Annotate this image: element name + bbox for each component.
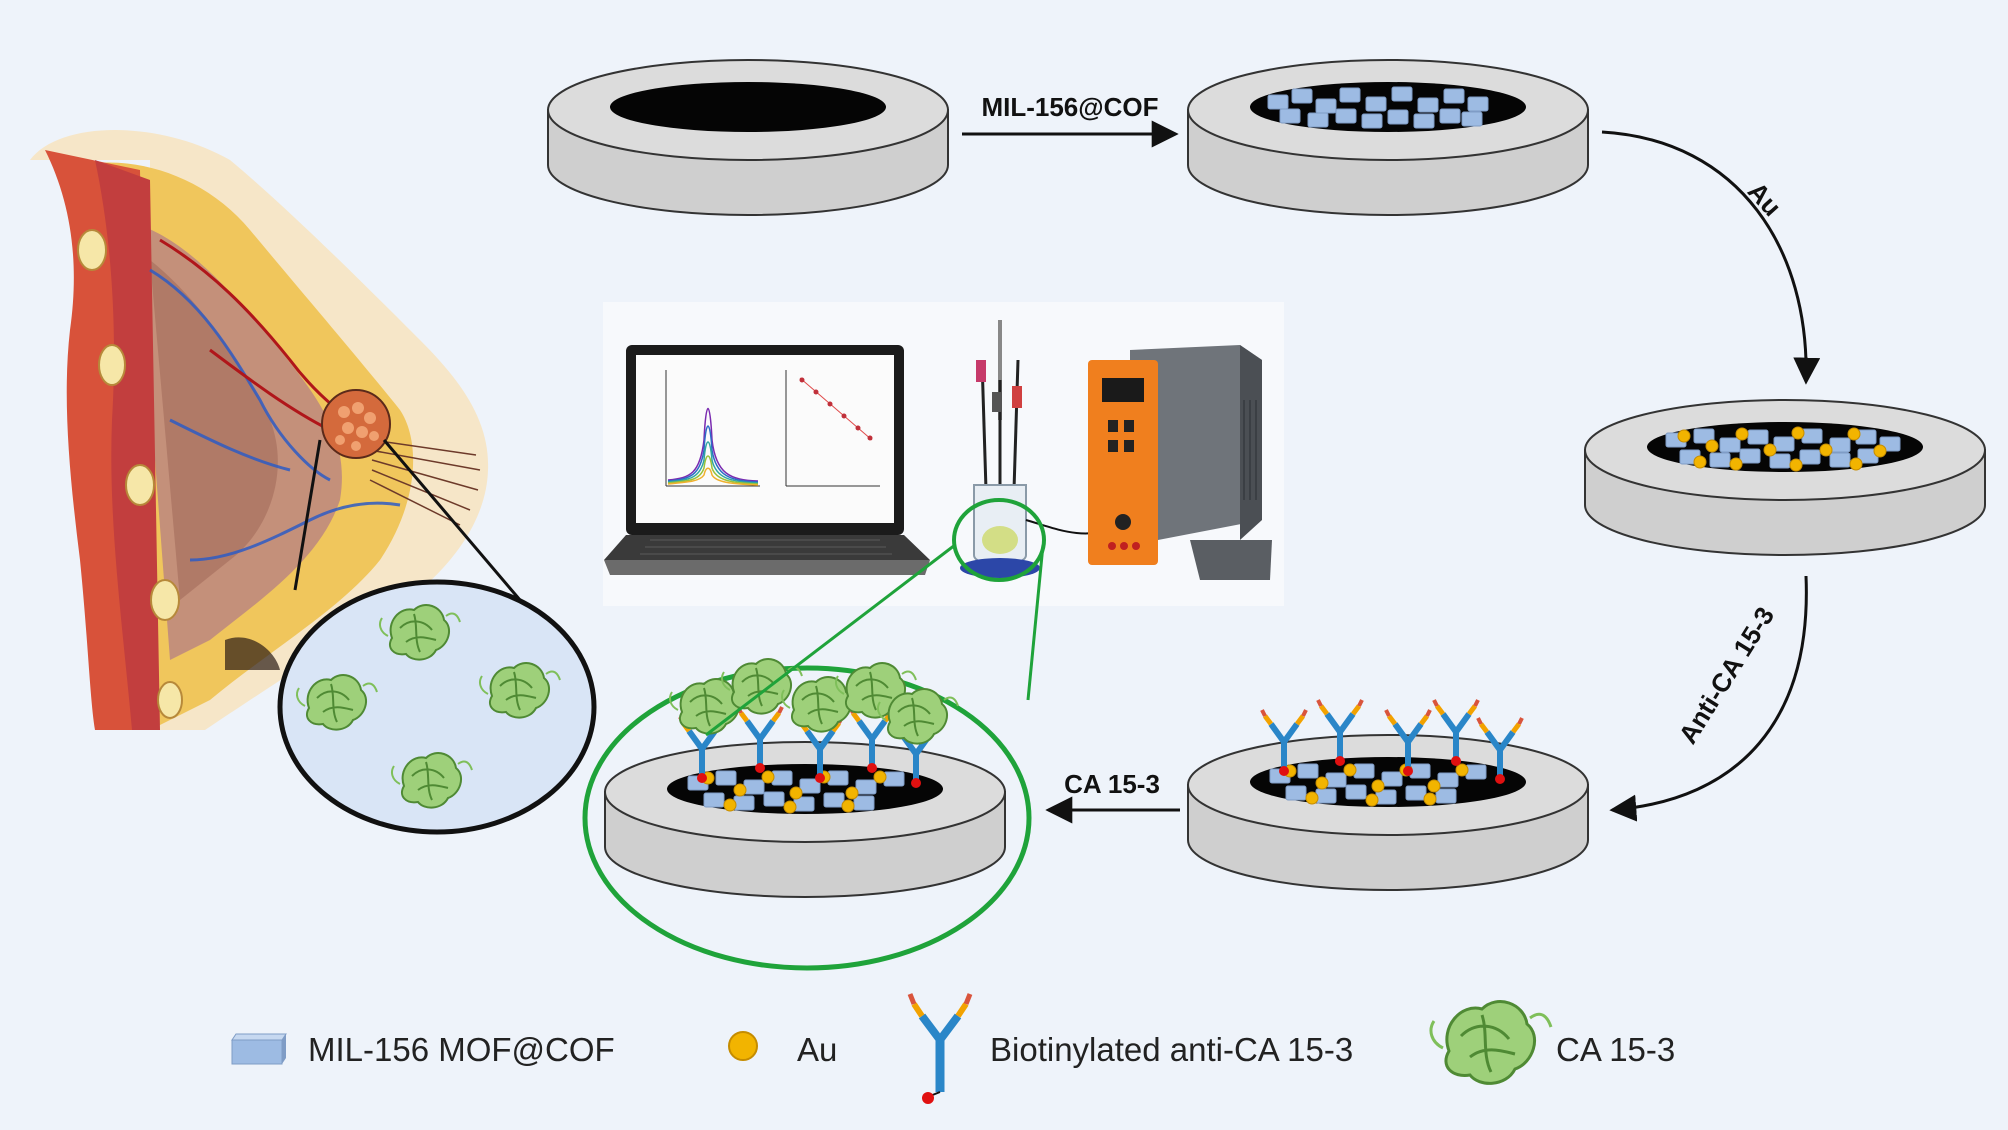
mof-cof-modified-electrode xyxy=(1187,59,1589,216)
tumor-zoom-circle xyxy=(277,579,597,835)
step-label-mof-cof: MIL-156@COF xyxy=(981,92,1158,122)
step-label-au: Au xyxy=(1742,176,1787,222)
mof-cof-block-icon xyxy=(231,1033,287,1065)
legend-item-ca153: CA 15-3 xyxy=(1429,1000,1675,1085)
electrochemical-cell-icon xyxy=(960,320,1121,578)
legend-item-mof-cof: MIL-156 MOF@COF xyxy=(231,1031,615,1068)
step-label-ca: CA 15-3 xyxy=(1064,769,1160,799)
legend: MIL-156 MOF@COF Au Biotinylated anti-CA … xyxy=(231,993,1675,1104)
legend-label-antibody: Biotinylated anti-CA 15-3 xyxy=(990,1031,1353,1068)
calibration-plot xyxy=(785,370,880,487)
potentiostat-icon xyxy=(1088,345,1272,580)
highlight-circle xyxy=(582,665,1032,971)
breast-anatomy-illustration xyxy=(30,130,522,730)
legend-item-antibody: Biotinylated anti-CA 15-3 xyxy=(907,993,1353,1104)
biotin-icon xyxy=(922,1092,934,1104)
au-modified-electrode xyxy=(1584,399,1986,556)
legend-label-au: Au xyxy=(797,1031,837,1068)
au-nanoparticle-icon xyxy=(728,1031,758,1061)
legend-item-au: Au xyxy=(728,1031,837,1068)
antibody-modified-electrode xyxy=(1187,700,1589,891)
legend-label-ca153: CA 15-3 xyxy=(1556,1031,1675,1068)
immunosensor-electrode xyxy=(582,658,1032,971)
laptop-icon xyxy=(604,345,930,575)
bare-electrode xyxy=(547,59,949,216)
voltammogram-plot xyxy=(665,370,760,487)
cell-highlight-circle xyxy=(952,498,1046,582)
protein-icon xyxy=(1429,1000,1553,1085)
step-label-anti-ca: Anti-CA 15-3 xyxy=(1673,602,1781,749)
electrochemical-setup-photo xyxy=(603,302,1284,737)
antibody-icon xyxy=(907,993,973,1104)
legend-label-mof-cof: MIL-156 MOF@COF xyxy=(308,1031,615,1068)
